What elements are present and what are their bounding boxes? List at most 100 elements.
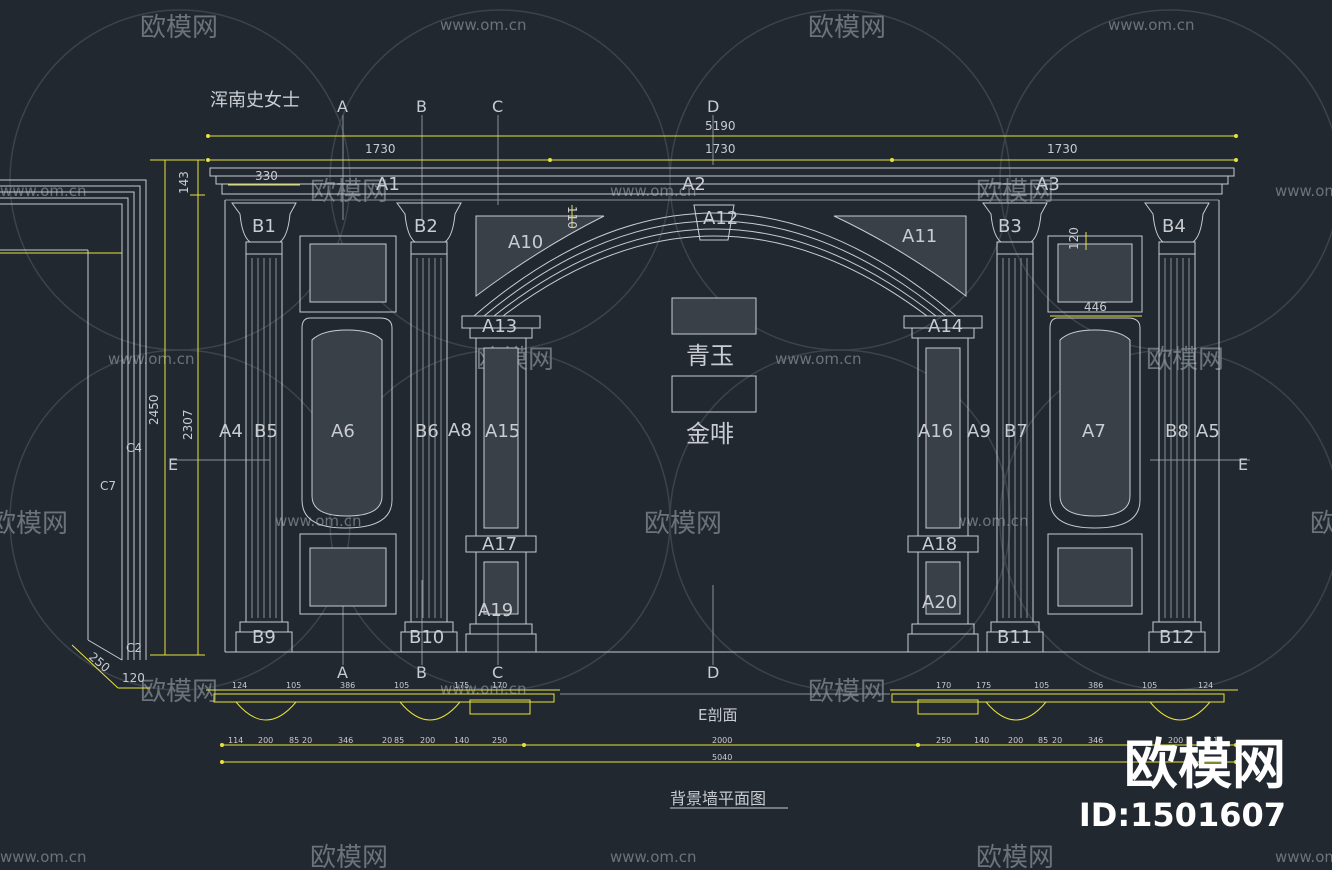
plan-section — [206, 689, 1238, 721]
dim-side-depth: 250 — [86, 650, 113, 675]
dim-overall-width: 5190 — [705, 119, 736, 133]
section-marker-b: B — [416, 97, 427, 116]
label-a12: A12 — [703, 208, 738, 229]
watermark-layer: 欧模网 www.om.cn 欧模网 www.om.cn www.om.cn 欧模… — [0, 13, 1332, 870]
elevation-marker: E — [1238, 455, 1248, 474]
label-shaft: B5 — [254, 421, 278, 442]
side-profile — [0, 179, 150, 689]
section-marker-d: D — [707, 97, 719, 116]
vertical-dimensions — [150, 159, 205, 656]
watermark-arcs — [9, 9, 1332, 691]
label-a17: A17 — [482, 534, 517, 555]
plan-dim: 20 — [1052, 736, 1062, 745]
label-a11: A11 — [902, 226, 937, 247]
label-a6: A6 — [331, 421, 355, 442]
plan-dim: 114 — [1208, 736, 1223, 745]
elevation-marker: E — [168, 455, 178, 474]
dim-inner-height: 2307 — [181, 409, 195, 440]
label-shaft: B8 — [1165, 421, 1189, 442]
plan-dim: 200 — [258, 736, 273, 745]
label-capital: B4 — [1162, 216, 1186, 237]
plan-title: 背景墙平面图 — [670, 789, 766, 808]
plan-top-dim: 386 — [340, 681, 355, 690]
dim-panel-gap: 120 — [1067, 227, 1081, 250]
plan-top-dim: 105 — [1142, 681, 1157, 690]
label-capital: B1 — [252, 216, 276, 237]
label-base: B9 — [252, 627, 276, 648]
plan-dim: 140 — [974, 736, 989, 745]
label-a1: A1 — [376, 174, 400, 195]
label-a14: A14 — [928, 316, 963, 337]
section-marker-b: B — [416, 663, 427, 682]
label-base: B10 — [409, 627, 444, 648]
watermark-url: www.om.cn — [440, 16, 527, 34]
section-marker-a: A — [337, 663, 348, 682]
watermark-brand: 欧模网 — [310, 177, 388, 207]
watermark-url: www.om.cn — [108, 350, 195, 368]
plan-top-dim: 105 — [394, 681, 409, 690]
watermark-brand: 欧模网 — [976, 177, 1054, 207]
dim-segment: 1730 — [365, 142, 396, 156]
watermark-brand: 欧模网 — [808, 677, 886, 707]
label-base: B11 — [997, 627, 1032, 648]
watermark-brand: 欧模网 — [808, 13, 886, 43]
plan-top-dim: 124 — [232, 681, 247, 690]
label-a15: A15 — [485, 421, 520, 442]
watermark-url: www.om.cn — [275, 512, 362, 530]
label-shaft: B7 — [1004, 421, 1028, 442]
plan-dimensions — [220, 743, 1238, 809]
plan-dim: 200 — [420, 736, 435, 745]
watermark-url: www.om.cn — [440, 680, 527, 698]
watermark-brand: 欧模网 — [140, 13, 218, 43]
label-a10: A10 — [508, 232, 543, 253]
watermark-url: www.om.cn — [1108, 16, 1195, 34]
plan-top-dim: 170 — [936, 681, 951, 690]
watermark-url: www.om.cn — [0, 182, 87, 200]
label-a7: A7 — [1082, 421, 1106, 442]
watermark-url: www.om.cn — [1275, 848, 1332, 866]
column-2 — [396, 202, 462, 653]
plan-dim: 346 — [1088, 736, 1103, 745]
plan-top-dim: 175 — [976, 681, 991, 690]
plan-dim: 250 — [936, 736, 951, 745]
pier-left — [461, 315, 541, 653]
top-dimensions — [206, 134, 1238, 186]
column-3 — [982, 202, 1048, 653]
watermark-brand: 欧模网 — [1146, 345, 1224, 375]
plan-dim: 250 — [492, 736, 507, 745]
label-a8: A8 — [448, 420, 472, 441]
material-top: 青玉 — [686, 342, 734, 370]
label-a19: A19 — [478, 600, 513, 621]
dim-cornice-height: 143 — [177, 171, 191, 194]
profile-label: C2 — [126, 641, 142, 655]
label-capital: B3 — [998, 216, 1022, 237]
column-4 — [1144, 202, 1210, 653]
watermark-brand: 欧模网 — [140, 677, 218, 707]
watermark-brand: 欧模网 — [0, 509, 68, 539]
plan-top-dim: 105 — [1034, 681, 1049, 690]
plan-dim: 20 — [382, 736, 392, 745]
plan-dim: 140 — [454, 736, 469, 745]
label-capital: B2 — [414, 216, 438, 237]
watermark-brand: 欧模网 — [644, 509, 722, 539]
label-a13: A13 — [482, 316, 517, 337]
watermark-url: www.om.cn — [0, 848, 87, 866]
component-labels: B1 B2 B3 B4 B9 B10 B11 B12 B5 B6 B7 B8 A… — [219, 174, 1220, 648]
dim-side-base: 120 — [122, 671, 145, 685]
elevation — [209, 167, 1235, 653]
plan-top-dim: 124 — [1198, 681, 1213, 690]
material-bottom: 金啡 — [686, 420, 734, 448]
section-title: E剖面 — [698, 706, 737, 724]
plan-dim: 346 — [338, 736, 353, 745]
profile-label: C4 — [126, 441, 142, 455]
dim-segment: 1730 — [1047, 142, 1078, 156]
watermark-brand: 欧模网 — [310, 843, 388, 870]
client-note: 浑南史女士 — [210, 90, 300, 111]
dim-segment: 1730 — [705, 142, 736, 156]
plan-dim-center: 2000 — [712, 736, 732, 745]
dim-arch-gap: 110 — [565, 206, 579, 229]
dim-total-height: 2450 — [147, 394, 161, 425]
label-a18: A18 — [922, 534, 957, 555]
label-a9: A9 — [967, 421, 991, 442]
